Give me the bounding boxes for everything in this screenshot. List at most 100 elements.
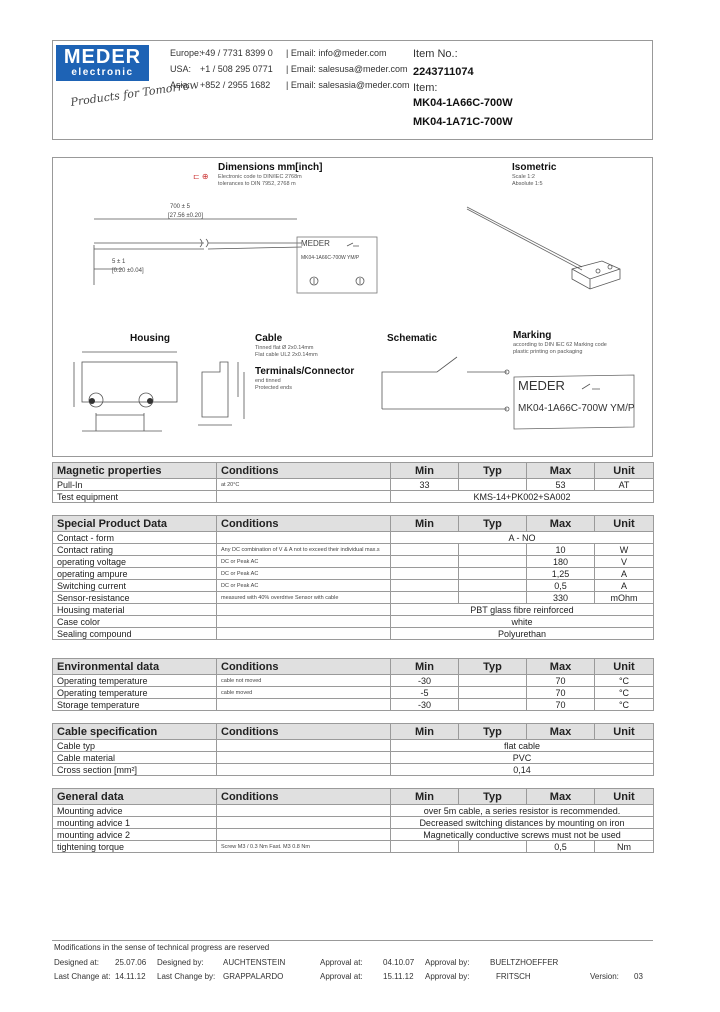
last-change-by-label: Last Change by: [157, 972, 216, 981]
cell-typ [458, 686, 527, 699]
cell-max: 70 [526, 686, 595, 699]
table-header-typ: Typ [458, 658, 527, 675]
cell-span: A - NO [390, 531, 654, 544]
cell-p: mounting advice 1 [52, 816, 217, 829]
table-header-max: Max [526, 788, 595, 805]
table-header-max: Max [526, 658, 595, 675]
modifications-note: Modifications in the sense of technical … [54, 943, 270, 952]
terminals-title: Terminals/Connector [255, 366, 355, 377]
cell-p: Sealing compound [52, 627, 217, 640]
footer-divider [52, 940, 653, 941]
cell-c [216, 739, 391, 752]
contact-phone: +1 / 508 295 0771 [200, 64, 273, 74]
cell-p: Case color [52, 615, 217, 628]
cell-typ [458, 543, 527, 556]
cable-note-2: Flat cable UL2 2x0.14mm [255, 352, 318, 358]
cell-max: 180 [526, 555, 595, 568]
cell-max: 0,5 [526, 840, 595, 853]
cell-min: 33 [390, 478, 459, 491]
table-header-unit: Unit [594, 515, 654, 532]
cell-p: Operating temperature [52, 674, 217, 687]
cell-c [216, 603, 391, 616]
cell-c: DC or Peak AC [216, 555, 391, 568]
table-header-min: Min [390, 788, 459, 805]
item-value-1: MK04-1A66C-700W [413, 97, 513, 109]
cell-c [216, 698, 391, 711]
item-value-2: MK04-1A71C-700W [413, 116, 513, 128]
table-header-max: Max [526, 723, 595, 740]
cell-p: Switching current [52, 579, 217, 592]
table-header-conditions: Conditions [216, 515, 391, 532]
table-header-conditions: Conditions [216, 788, 391, 805]
cell-p: Contact - form [52, 531, 217, 544]
housing-title: Housing [130, 333, 170, 344]
cell-p: mounting advice 2 [52, 828, 217, 841]
version-label: Version: [590, 972, 619, 981]
approval-by-value: BUELTZHOEFFER [490, 958, 559, 967]
dimensions-note-1: Electronic code to DIN/IEC 2768m [218, 174, 302, 180]
cell-c [216, 627, 391, 640]
approval2-by-label: Approval by: [425, 972, 470, 981]
cell-c [216, 531, 391, 544]
cell-p: Mounting advice [52, 804, 217, 817]
cell-max: 1,25 [526, 567, 595, 580]
table-header-max: Max [526, 462, 595, 479]
cell-unit: °C [594, 698, 654, 711]
isometric-note-2: Absolute 1:5 [512, 181, 543, 187]
cell-min [390, 555, 459, 568]
cell-p: Cable typ [52, 739, 217, 752]
cell-typ [458, 579, 527, 592]
table-header-unit: Unit [594, 723, 654, 740]
cell-p: Storage temperature [52, 698, 217, 711]
cell-span: white [390, 615, 654, 628]
dim-strip: 5 ± 1 [112, 259, 126, 265]
cell-span: Magnetically conductive screws must not … [390, 828, 654, 841]
marking-note-2: plastic printing on packaging [513, 349, 583, 355]
cell-c: cable moved [216, 686, 391, 699]
cell-min [390, 543, 459, 556]
terminals-note-1: end tinned [255, 378, 281, 384]
sensor-brand: MEDER [301, 239, 330, 248]
cell-c [216, 490, 391, 503]
last-change-by-value: GRAPPALARDO [223, 972, 284, 981]
cell-p: Pull-In [52, 478, 217, 491]
cell-c [216, 615, 391, 628]
table-header-title: General data [52, 788, 217, 805]
table-row: mounting advice 2 Magnetically conductive… [52, 828, 654, 841]
sensor-print: MK04-1A66C-700W YM/P [301, 255, 360, 261]
cell-unit: Nm [594, 840, 654, 853]
contact-email[interactable]: | Email: salesasia@meder.com [286, 80, 410, 90]
technical-drawing [73, 206, 635, 432]
cell-max: 70 [526, 698, 595, 711]
schematic-title: Schematic [387, 333, 438, 344]
cell-c [216, 751, 391, 764]
cell-typ [458, 698, 527, 711]
contact-email[interactable]: | Email: salesusa@meder.com [286, 64, 408, 74]
cell-p: Sensor-resistance [52, 591, 217, 604]
contact-email[interactable]: | Email: info@meder.com [286, 48, 387, 58]
last-change-at-label: Last Change at: [54, 972, 111, 981]
table-header-unit: Unit [594, 658, 654, 675]
table-row: Contact - form A - NO [52, 531, 654, 544]
cell-c: DC or Peak AC [216, 567, 391, 580]
marking-print: MK04-1A66C-700W YM/P [518, 403, 635, 414]
cell-span: Decreased switching distances by mountin… [390, 816, 654, 829]
cell-min [390, 591, 459, 604]
table-header-title: Special Product Data [52, 515, 217, 532]
cell-p: operating voltage [52, 555, 217, 568]
cell-typ [458, 478, 527, 491]
cell-c [216, 763, 391, 776]
approval2-at-label: Approval at: [320, 972, 363, 981]
table-header-min: Min [390, 658, 459, 675]
table-header-conditions: Conditions [216, 658, 391, 675]
